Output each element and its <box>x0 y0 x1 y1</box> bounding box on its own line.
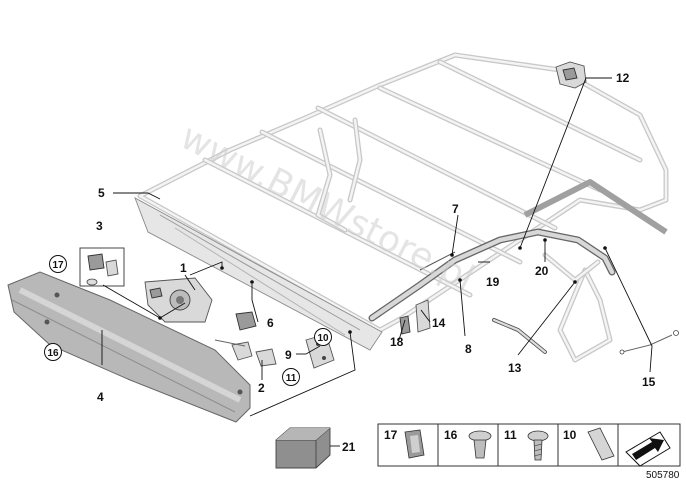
part-15-cable <box>619 330 679 355</box>
legend-number-11: 11 <box>504 428 517 442</box>
clip-icon <box>404 429 425 459</box>
screw-icon <box>527 430 549 461</box>
legend-number-10: 10 <box>563 428 577 442</box>
expanding-rivet-icon <box>468 430 492 459</box>
part-13-link <box>492 318 547 354</box>
diagram-number: 505780 <box>646 470 680 481</box>
part-6-pad <box>235 311 257 331</box>
callout-4: 4 <box>97 390 104 404</box>
callout-17: 17 <box>52 260 64 271</box>
fastener-legend: 17 16 11 10 <box>377 423 681 467</box>
callout-7: 7 <box>452 202 459 216</box>
part-1-lock <box>144 277 213 323</box>
callout-6: 6 <box>267 316 274 330</box>
callout-2: 2 <box>258 381 265 395</box>
callout-20: 20 <box>535 264 549 278</box>
direction-arrow-icon <box>625 431 671 467</box>
part-12-mount <box>555 61 587 89</box>
callout-19: 19 <box>486 275 500 289</box>
part-14-bracket <box>415 299 431 333</box>
part-3-clip <box>79 247 125 287</box>
callout-13: 13 <box>508 361 522 375</box>
callout-5: 5 <box>98 186 105 200</box>
callout-16: 16 <box>47 348 59 359</box>
watermark: www.BMWstore.pl <box>174 116 481 299</box>
callout-15: 15 <box>642 375 656 389</box>
leader-lines <box>101 77 653 417</box>
callout-18: 18 <box>390 335 404 349</box>
legend-number-16: 16 <box>444 428 458 442</box>
roof-frame <box>134 52 669 363</box>
legend-number-17: 17 <box>384 428 398 442</box>
callout-12: 12 <box>616 71 630 85</box>
callout-21: 21 <box>342 440 356 454</box>
part-2-hook <box>214 339 277 367</box>
callout-10: 10 <box>317 333 329 344</box>
part-4-trim-panel <box>7 271 251 423</box>
callout-8: 8 <box>465 342 472 356</box>
part-21-kit <box>275 427 331 469</box>
callout-3: 3 <box>96 219 103 233</box>
pad-icon <box>587 427 615 461</box>
callout-9: 9 <box>285 348 292 362</box>
callout-labels: 5 3 1 6 2 4 9 7 12 19 20 14 18 8 13 15 <box>96 71 656 404</box>
callout-11: 11 <box>286 373 297 384</box>
side-seal-part <box>368 228 616 322</box>
callout-14: 14 <box>432 316 446 330</box>
circled-callouts: 17 16 10 11 <box>44 255 332 386</box>
callout-1: 1 <box>180 261 187 275</box>
